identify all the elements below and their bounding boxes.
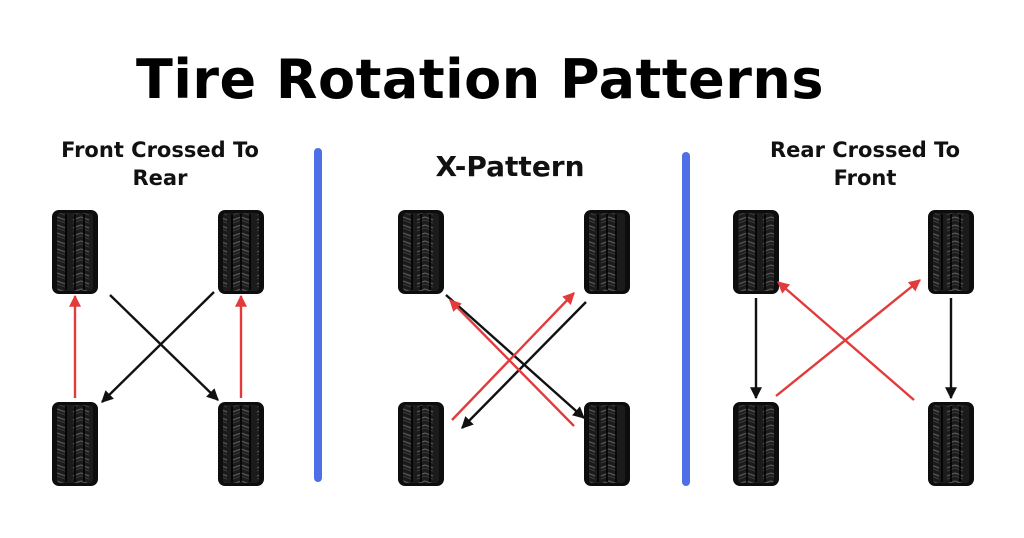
arrow-front-left-to-rear-right (109, 294, 219, 401)
tire-rear-right (928, 402, 974, 486)
panel-title-x-pattern: X-Pattern (400, 148, 620, 186)
page-title: Tire Rotation Patterns (135, 48, 825, 111)
panel-title-line: Front (833, 166, 897, 191)
arrow-front-left-to-rear-right (445, 294, 585, 419)
divider-right (682, 152, 690, 486)
arrow-rear-right-to-front-left (777, 281, 915, 401)
panel-title-line: Rear (132, 166, 188, 191)
tire-front-left (398, 210, 444, 294)
arrow-front-right-to-rear-left (101, 291, 215, 403)
arrow-front-right-to-rear-left (461, 301, 587, 429)
tire-rear-left (52, 402, 98, 486)
panel-title-line: Rear Crossed To (770, 138, 960, 162)
divider-left (314, 148, 322, 482)
tire-front-left (52, 210, 98, 294)
tire-rear-right (584, 402, 630, 486)
panel-title-rear-crossed: Rear Crossed To Front (740, 136, 990, 193)
arrow-rear-right-to-front-left (449, 299, 575, 427)
tire-rear-left (733, 402, 779, 486)
tire-front-left (733, 210, 779, 294)
panel-title-line: X-Pattern (435, 150, 585, 183)
panel-title-front-crossed: Front Crossed To Rear (40, 136, 280, 193)
tire-front-right (928, 210, 974, 294)
tire-rear-left (398, 402, 444, 486)
tire-front-right (218, 210, 264, 294)
arrow-rear-left-to-front-right (775, 279, 921, 397)
panel-title-line: Front Crossed To (61, 138, 259, 162)
tire-front-right (584, 210, 630, 294)
tire-rear-right (218, 402, 264, 486)
arrow-rear-left-to-front-right (451, 292, 575, 421)
